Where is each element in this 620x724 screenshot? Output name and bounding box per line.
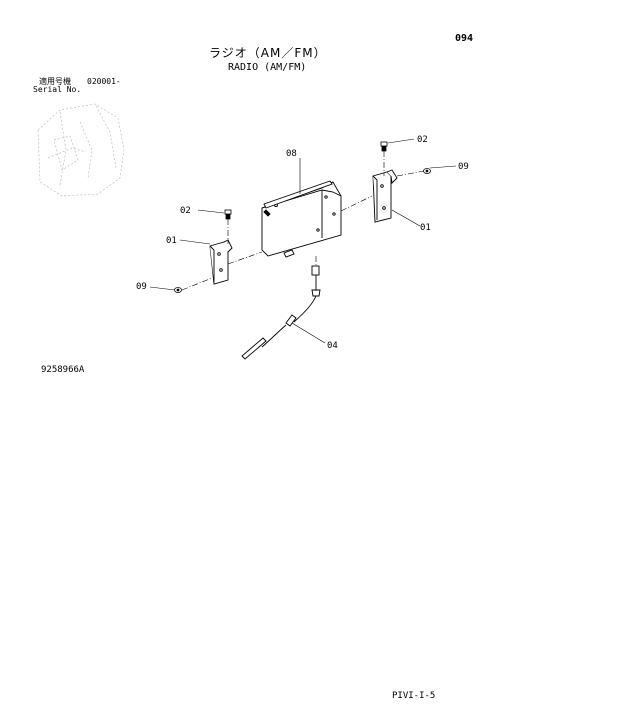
page-reference: PIVI-I-5: [392, 691, 436, 701]
serial-value: 020001-: [87, 77, 121, 86]
label-nut-left: 09: [136, 282, 147, 292]
label-screw-left: 02: [180, 206, 191, 216]
serial-label-english: Serial No.: [33, 85, 82, 94]
label-radio-unit: 08: [286, 149, 297, 159]
screw-right: [380, 141, 388, 152]
nut-left: [174, 287, 182, 293]
screw-left: [224, 209, 232, 220]
label-screw-right: 02: [417, 135, 428, 145]
bracket-right: [372, 169, 398, 223]
page-number: 094: [455, 33, 474, 44]
figure-code: 9258966A: [41, 365, 85, 375]
location-sketch: [37, 103, 125, 197]
radio-unit: [261, 180, 342, 258]
nut-right: [423, 168, 431, 174]
antenna-cable: [241, 265, 321, 360]
leader-lines: [149, 138, 457, 344]
alignment-lines: [181, 151, 425, 291]
bracket-left: [209, 239, 233, 285]
label-nut-right: 09: [458, 162, 469, 172]
title-japanese: ラジオ（AM／FM）: [209, 46, 327, 60]
label-bracket-left: 01: [166, 236, 177, 246]
label-antenna: 04: [327, 341, 338, 351]
serial-label-japanese: 適用号機: [39, 77, 71, 86]
title-english: RADIO (AM/FM): [228, 62, 307, 73]
label-bracket-right: 01: [420, 223, 431, 233]
